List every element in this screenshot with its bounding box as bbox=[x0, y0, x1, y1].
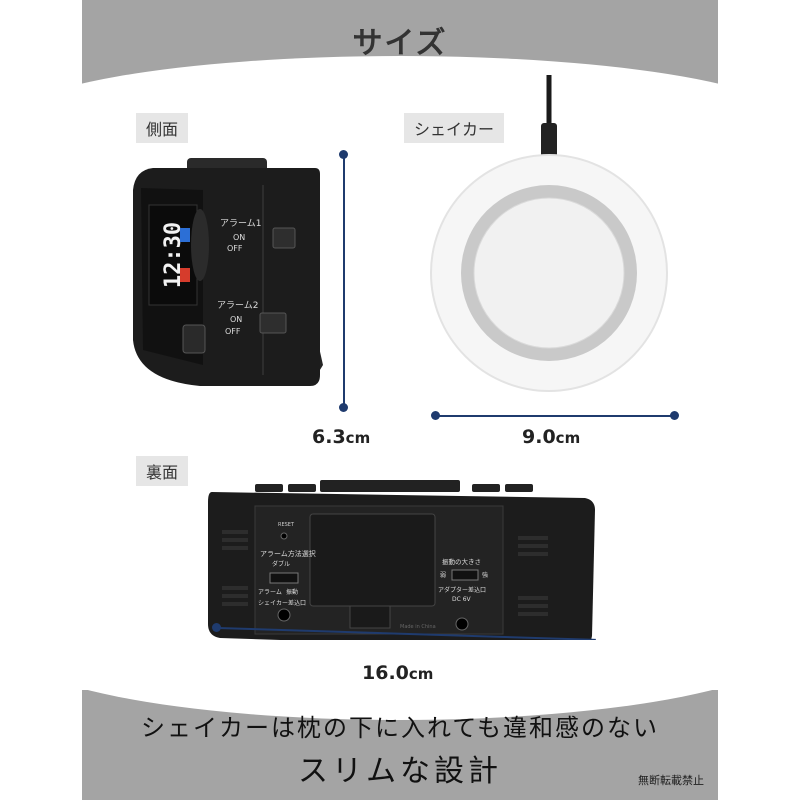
shaker-illustration bbox=[430, 75, 668, 392]
shaker-inner-pad bbox=[473, 197, 625, 349]
shaker-value: 9.0 bbox=[522, 426, 556, 448]
vibration-strength-label: 振動の大きさ bbox=[442, 557, 481, 566]
alarm-mode-label: アラーム方法選択 bbox=[260, 549, 316, 558]
tagline-line1: シェイカーは枕の下に入れても違和感のない bbox=[140, 714, 660, 742]
label-side-view: 側面 bbox=[136, 113, 189, 143]
back-view-illustration: RESET アラーム方法選択 ダブル アラーム 振動 シェイカー差込口 振動の大… bbox=[208, 480, 595, 650]
shaker-port bbox=[277, 608, 291, 622]
alarm2-off-label: OFF bbox=[225, 327, 241, 336]
screen-indicator-red bbox=[180, 268, 190, 282]
shaker-port-label: シェイカー差込口 bbox=[258, 599, 306, 607]
battery-cover bbox=[309, 513, 436, 607]
screen-indicator-blue bbox=[180, 228, 190, 242]
height-measure-label: 6.3cm bbox=[312, 426, 370, 448]
alarm1-on-label: ON bbox=[233, 233, 245, 242]
clock-screen bbox=[148, 204, 198, 306]
vent-right bbox=[518, 536, 548, 616]
made-in-label: Made in China bbox=[400, 624, 436, 630]
alarm2-switch bbox=[259, 312, 287, 334]
width-measure-label: 16.0cm bbox=[362, 662, 433, 684]
alarm2-label: アラーム2 bbox=[217, 300, 258, 311]
alarm1-switch bbox=[272, 227, 296, 249]
shaker-unit: cm bbox=[555, 429, 581, 447]
tagline-line2: スリムな設計 bbox=[298, 754, 502, 789]
double-label: ダブル bbox=[272, 560, 290, 568]
shaker-measure-line bbox=[436, 415, 675, 417]
height-measure-dot-top bbox=[339, 150, 348, 159]
height-value: 6.3 bbox=[312, 426, 346, 448]
vibration-strength-switch bbox=[451, 569, 479, 581]
strong-label: 強 bbox=[482, 571, 488, 579]
stand-hinge bbox=[349, 605, 391, 629]
shaker-cable-boot bbox=[541, 123, 557, 157]
vibration-label: 振動 bbox=[286, 588, 298, 596]
alarm1-label: アラーム1 bbox=[220, 218, 261, 229]
reset-label: RESET bbox=[278, 522, 295, 528]
label-back-view: 裏面 bbox=[136, 456, 189, 486]
height-unit: cm bbox=[345, 429, 371, 447]
alarm2-on-label: ON bbox=[230, 315, 242, 324]
speaker-grille bbox=[191, 209, 209, 281]
height-measure-dot-bottom bbox=[339, 403, 348, 412]
shaker-measure-dot-right bbox=[670, 411, 679, 420]
copyright-notice: 無断転載禁止 bbox=[638, 774, 704, 787]
width-measure-dot-left bbox=[212, 623, 221, 632]
label-shaker: シェイカー bbox=[404, 113, 505, 143]
adapter-port bbox=[455, 617, 469, 631]
alarm-mode-switch bbox=[269, 572, 299, 584]
dc-label: DC 6V bbox=[452, 596, 472, 603]
light-sensor bbox=[182, 324, 206, 354]
reset-button bbox=[280, 532, 288, 540]
shaker-measure-dot-left bbox=[431, 411, 440, 420]
shaker-measure-label: 9.0cm bbox=[522, 426, 580, 448]
alarm-label: アラーム bbox=[258, 589, 282, 596]
side-view-illustration: 12:30 アラーム1 ON OFF アラーム2 ON OFF bbox=[133, 158, 323, 386]
height-measure-line bbox=[343, 155, 345, 407]
adapter-port-label: アダプター差込口 bbox=[438, 586, 486, 594]
page-title: サイズ bbox=[352, 26, 448, 61]
width-unit: cm bbox=[408, 665, 434, 683]
alarm1-off-label: OFF bbox=[227, 244, 243, 253]
width-value: 16.0 bbox=[362, 662, 409, 684]
weak-label: 弱 bbox=[440, 572, 446, 579]
vent-left bbox=[222, 530, 248, 606]
